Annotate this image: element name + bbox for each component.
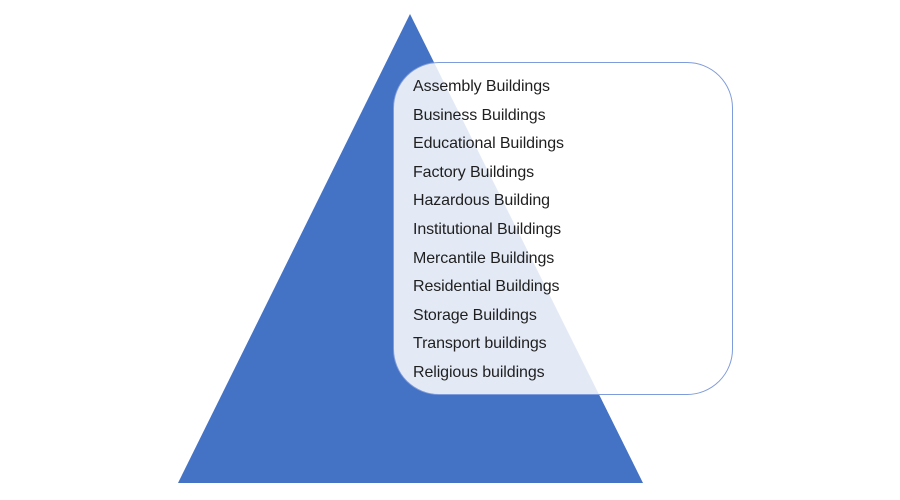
list-item: Educational Buildings [413,135,564,153]
list-item: Factory Buildings [413,163,535,181]
list-item: Institutional Buildings [413,220,562,238]
list-item: Hazardous Building [413,192,550,210]
list-item: Assembly Buildings [413,78,550,95]
list-item: Storage Buildings [413,306,537,324]
list-item: Business Buildings [413,106,546,124]
building-list: Assembly Buildings Business Buildings Ed… [413,73,722,388]
list-item: Religious buildings [413,363,545,381]
list-item: Transport buildings [413,335,547,353]
list-item: Mercantile Buildings [413,249,555,267]
callout-panel: Assembly Buildings Business Buildings Ed… [393,62,733,395]
list-item: Residential Buildings [413,278,560,296]
